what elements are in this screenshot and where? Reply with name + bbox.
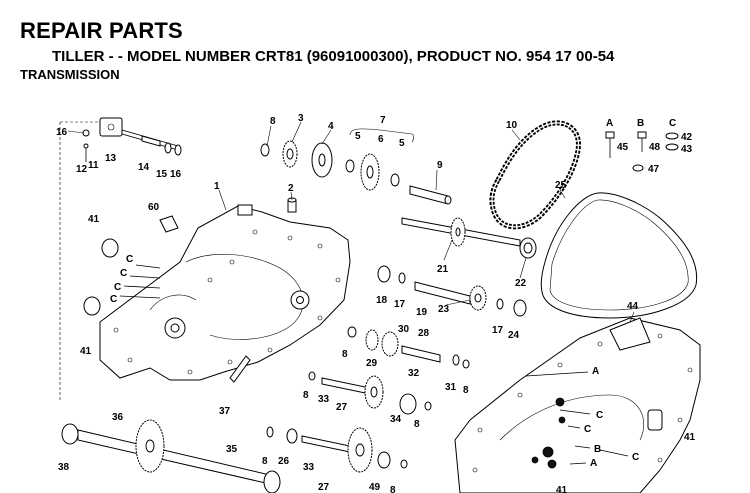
callout-34: 34: [390, 414, 402, 425]
bearing-part-41-lower: [83, 296, 101, 316]
callout-18: 18: [376, 295, 388, 306]
callout-7: 7: [380, 115, 386, 126]
callout-17: 17: [394, 299, 406, 310]
callout-21: 21: [437, 264, 449, 275]
callout-37: 37: [219, 406, 231, 417]
callout-26: 26: [278, 456, 290, 467]
callout-25: 25: [555, 180, 567, 191]
hardware-legend: [605, 131, 679, 172]
a-label-2: A: [590, 458, 597, 469]
callout-8-low2: 8: [414, 419, 420, 430]
callout-27a: 27: [336, 402, 348, 413]
callout-24: 24: [508, 330, 520, 341]
callout-22: 22: [515, 278, 527, 289]
callout-49: 49: [369, 482, 381, 493]
legend-47: 47: [648, 164, 660, 175]
mid-gear-train: [377, 265, 527, 317]
shaft-part-21: [401, 217, 537, 259]
callout-2: 2: [288, 183, 294, 194]
callout-8-bottom: 8: [262, 456, 268, 467]
callout-8-low: 8: [303, 390, 309, 401]
arrows-right-case: [525, 371, 629, 465]
shifter-assembly: [59, 117, 182, 400]
legend-B: B: [637, 118, 644, 129]
leader-lines: [67, 121, 635, 323]
c-label-5: C: [596, 410, 603, 421]
gasket-part-25: [540, 192, 698, 319]
callout-36: 36: [112, 412, 124, 423]
gear-part-27-upper: [308, 371, 432, 415]
page-title: REPAIR PARTS: [20, 18, 183, 43]
c-label-4: C: [110, 294, 117, 305]
callout-41c: 41: [684, 432, 696, 443]
callout-5b: 5: [399, 138, 405, 149]
callout-15: 15: [156, 169, 168, 180]
axle-part-35: [61, 419, 281, 493]
callout-41-lower: 41: [80, 346, 92, 357]
lower-mid-gear-train: [347, 326, 470, 369]
transmission-case-right: [454, 317, 701, 493]
c-label-3: C: [114, 282, 121, 293]
legend-C: C: [669, 118, 676, 129]
gear-part-27-lower: [266, 426, 408, 473]
a-label-1: A: [592, 366, 599, 377]
page-subtitle: TILLER - - MODEL NUMBER CRT81 (960910003…: [52, 48, 615, 65]
bearing-part-41-upper: [101, 238, 119, 258]
callout-17b: 17: [492, 325, 504, 336]
callout-41d: 41: [556, 485, 568, 493]
callout-31: 31: [445, 382, 457, 393]
callout-labels: 16 11 12 13 14 15 16 8 3 4 5 6 7 5 9 10 …: [56, 113, 696, 493]
callout-14: 14: [138, 162, 150, 173]
chain-part-10: [489, 120, 581, 230]
callout-8-bottom2: 8: [390, 485, 396, 493]
c-label-7: C: [632, 452, 639, 463]
c-label-2: C: [120, 268, 127, 279]
callout-16: 16: [56, 127, 68, 138]
c-arrows-left: [119, 264, 161, 299]
callout-41-upper: 41: [88, 214, 100, 225]
callout-11: 11: [88, 160, 99, 171]
callout-28: 28: [418, 328, 430, 339]
callout-33b: 33: [303, 462, 315, 473]
callout-30: 30: [398, 324, 410, 335]
callout-4: 4: [328, 121, 334, 132]
c-label-6: C: [584, 424, 591, 435]
callout-35: 35: [226, 444, 238, 455]
callout-38: 38: [58, 462, 70, 473]
callout-8-mid: 8: [342, 349, 348, 360]
callout-9: 9: [437, 160, 443, 171]
callout-6: 6: [378, 134, 384, 145]
callout-12: 12: [76, 164, 88, 175]
legend-A: A: [606, 118, 613, 129]
callout-23: 23: [438, 304, 450, 315]
legend-45: 45: [617, 142, 629, 153]
callout-8-top: 8: [270, 116, 276, 127]
callout-10: 10: [506, 120, 518, 131]
callout-1: 1: [214, 181, 220, 192]
transmission-case-left: [99, 204, 351, 381]
legend-48: 48: [649, 142, 661, 153]
b-label-1: B: [594, 444, 601, 455]
legend-43: 43: [681, 144, 693, 155]
callout-60: 60: [148, 202, 160, 213]
breather-part-60: [159, 215, 179, 233]
callout-27b: 27: [318, 482, 330, 493]
callout-44: 44: [627, 301, 639, 312]
c-label-1: C: [126, 254, 133, 265]
callout-16b: 16: [170, 169, 182, 180]
callout-33a: 33: [318, 394, 330, 405]
lever-part-37: [229, 355, 251, 383]
legend-42: 42: [681, 132, 693, 143]
callout-13: 13: [105, 153, 117, 164]
callout-19: 19: [416, 307, 428, 318]
section-title: TRANSMISSION: [20, 67, 120, 82]
callout-32: 32: [408, 368, 420, 379]
callout-5a: 5: [355, 131, 361, 142]
top-gear-train: [260, 128, 452, 205]
bolt-part-2: [287, 197, 297, 213]
callout-3: 3: [298, 113, 304, 124]
callout-29: 29: [366, 358, 378, 369]
callout-8-right: 8: [463, 385, 469, 396]
